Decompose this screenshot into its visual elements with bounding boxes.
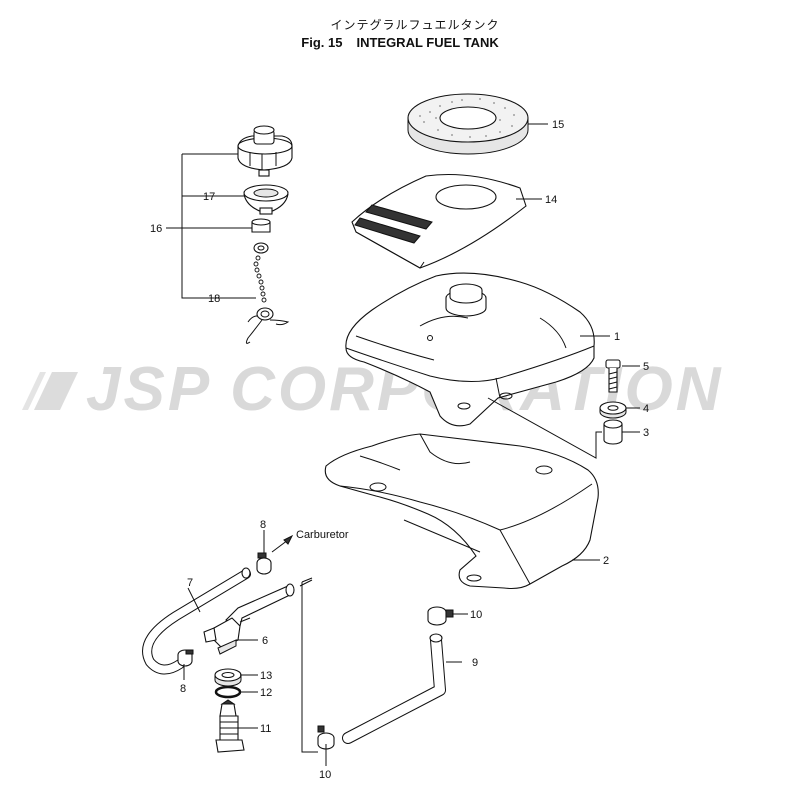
figure-title: INTEGRAL FUEL TANK xyxy=(356,35,499,50)
part-15-gasket xyxy=(407,93,529,155)
callout-8-upper: 8 xyxy=(260,519,266,531)
callout-10-upper: 10 xyxy=(470,609,482,621)
title-block: インテグラルフュエルタンク Fig. 15 INTEGRAL FUEL TANK xyxy=(0,16,800,50)
callout-1: 1 xyxy=(614,331,620,343)
figure-number: Fig. 15 xyxy=(301,35,343,50)
callout-16: 16 xyxy=(150,223,162,235)
callout-labels: 15 14 1 5 4 3 2 17 16 18 8 Carburetor 7 … xyxy=(150,119,649,781)
part-8-hose-clamp-upper xyxy=(256,552,272,575)
part-17-cap-gasket xyxy=(243,184,289,215)
callout-5: 5 xyxy=(643,361,649,373)
callout-12: 12 xyxy=(260,687,272,699)
part-4-washer xyxy=(599,401,627,419)
callout-17: 17 xyxy=(203,191,215,203)
part-12-o-ring xyxy=(214,685,242,699)
callout-13: 13 xyxy=(260,670,272,682)
part-7-fuel-hose xyxy=(142,567,251,675)
part-11-fuel-filter xyxy=(215,699,245,753)
callout-8-lower: 8 xyxy=(180,683,186,695)
part-5-bolt xyxy=(605,359,621,393)
part-16-clip xyxy=(251,218,271,233)
title-english-line: Fig. 15 INTEGRAL FUEL TANK xyxy=(0,35,800,50)
part-1-fuel-tank-upper xyxy=(345,272,595,427)
callout-2: 2 xyxy=(603,555,609,567)
watermark-logo-mark xyxy=(34,372,78,410)
title-japanese: インテグラルフュエルタンク xyxy=(330,18,500,32)
part-6-fuel-cock xyxy=(203,579,313,655)
part-10-hose-clamp-upper xyxy=(427,606,454,626)
callout-4: 4 xyxy=(643,403,649,415)
callout-18: 18 xyxy=(208,293,220,305)
callout-11: 11 xyxy=(260,723,271,735)
part-8-hose-clamp-lower xyxy=(177,649,194,667)
part-18-cap-chain xyxy=(245,242,290,344)
callout-10-lower: 10 xyxy=(319,769,331,781)
callout-3: 3 xyxy=(643,427,649,439)
watermark-logo-mark-stripe xyxy=(22,372,46,410)
leader-lines xyxy=(166,123,640,766)
callout-15: 15 xyxy=(552,119,564,131)
callout-6: 6 xyxy=(262,635,268,647)
part-13-seal xyxy=(214,668,242,687)
part-fuel-cap xyxy=(237,125,293,177)
carburetor-label: Carburetor xyxy=(296,529,349,541)
callout-9: 9 xyxy=(472,657,478,669)
callout-14: 14 xyxy=(545,194,557,206)
callout-7: 7 xyxy=(187,577,193,589)
part-9-return-hose xyxy=(342,633,446,744)
part-14-pad xyxy=(351,174,527,269)
part-2-fuel-tank-lower xyxy=(324,433,599,590)
part-3-collar xyxy=(603,419,623,445)
